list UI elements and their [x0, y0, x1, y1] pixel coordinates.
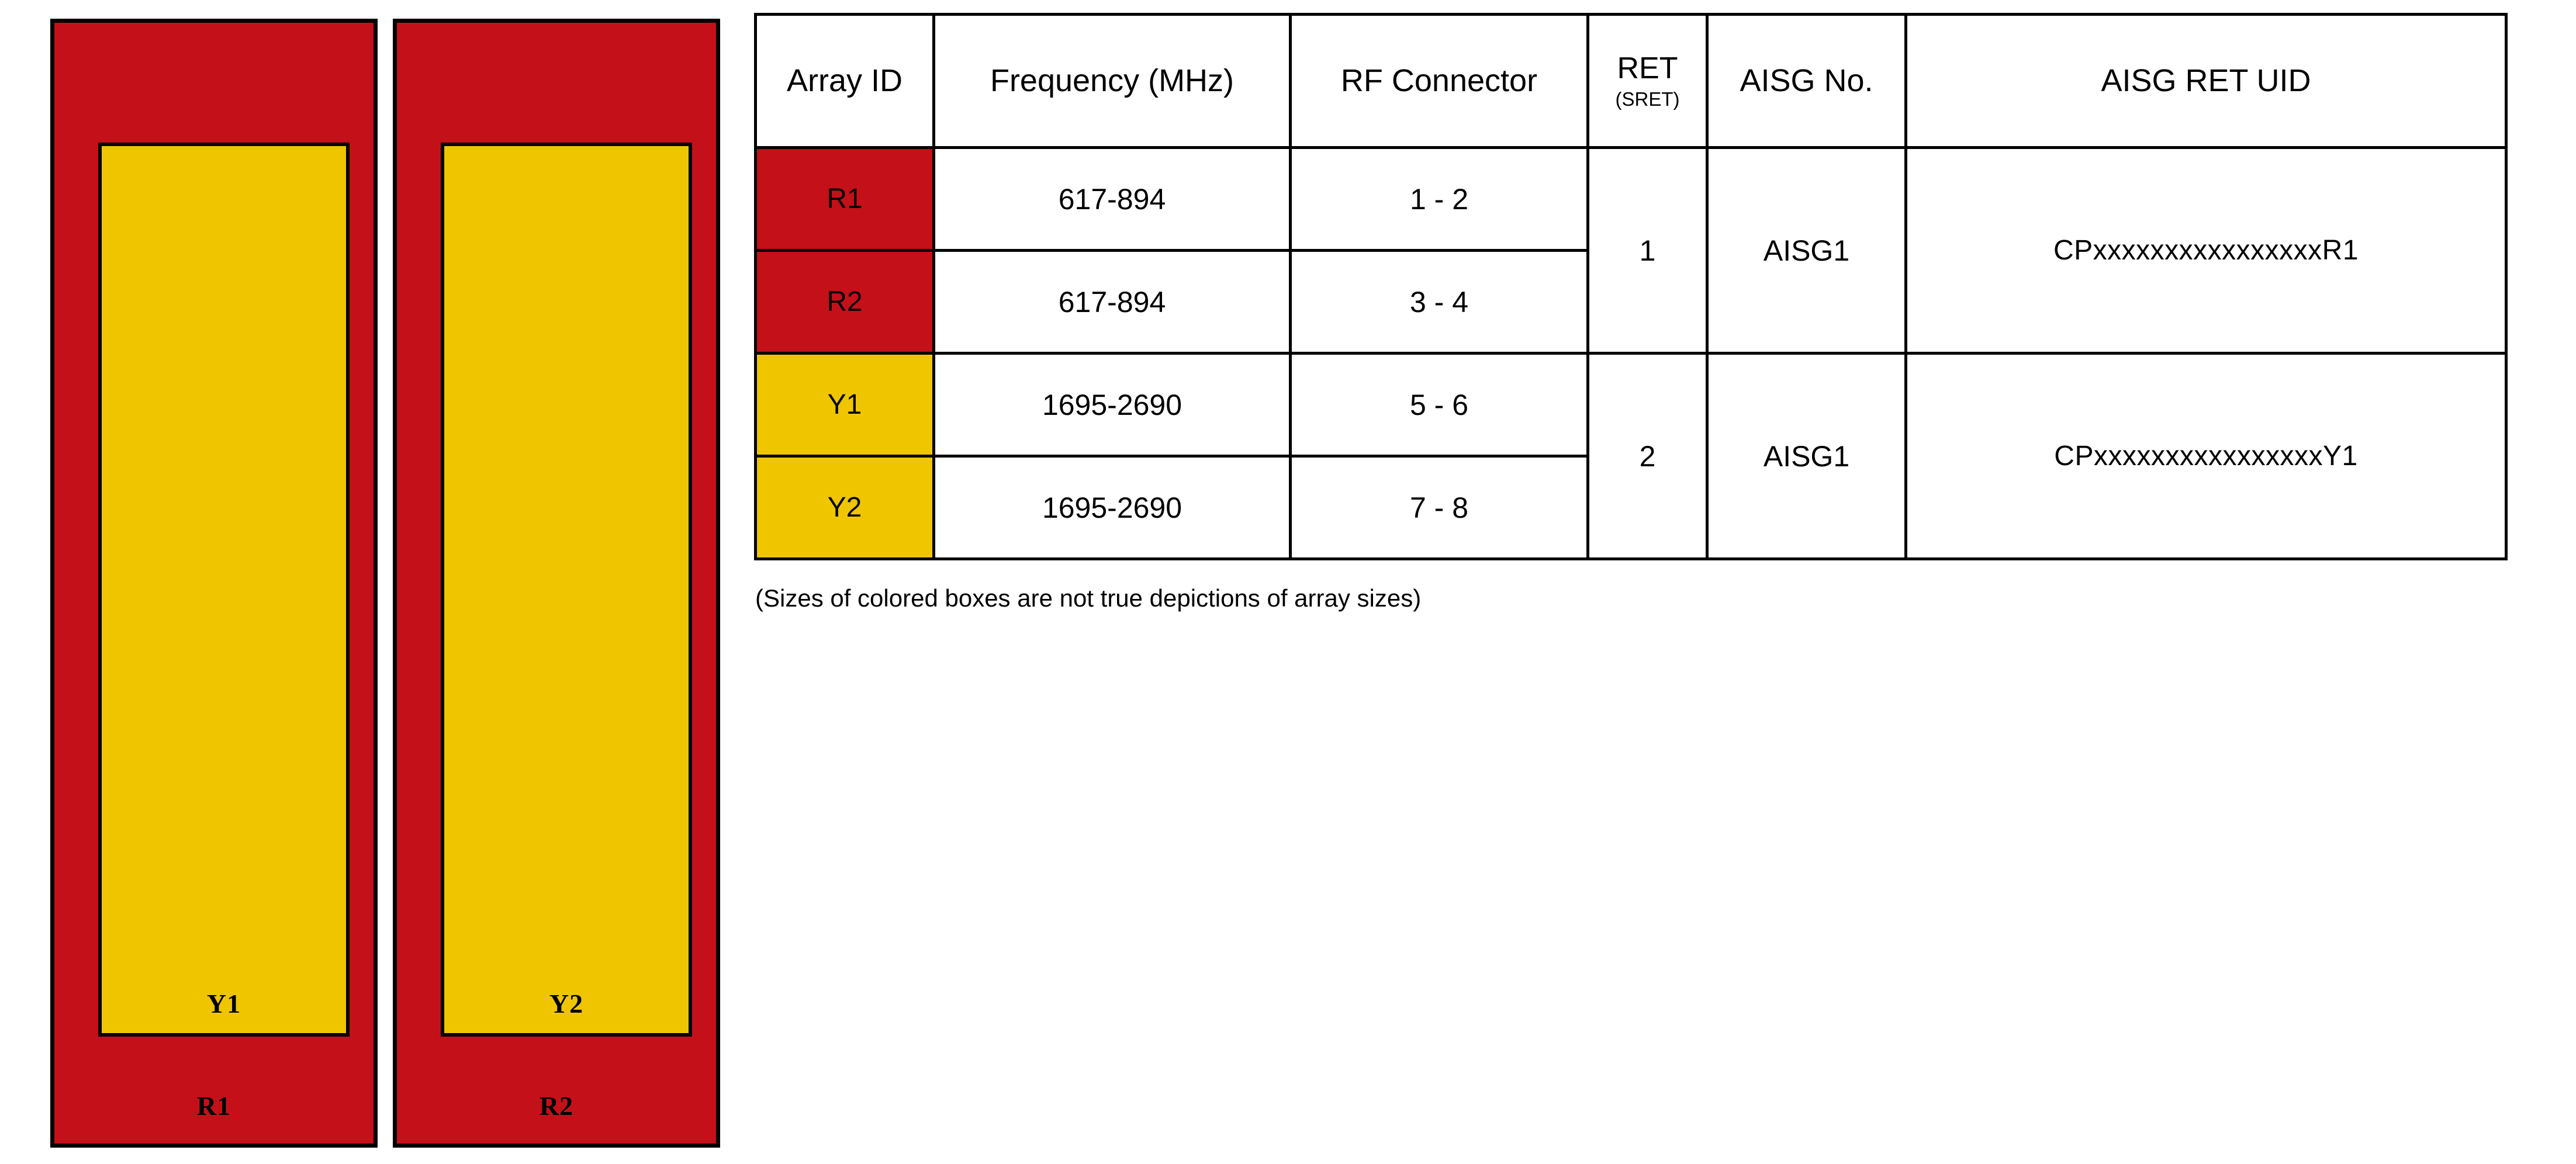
- header-aisg-no: AISG No.: [1706, 13, 1907, 149]
- array-outer-box-2: Y2 R2: [393, 19, 720, 1148]
- cell-frequency: 617-894: [932, 146, 1292, 252]
- array-inner-box-2: Y2: [441, 143, 692, 1037]
- header-frequency: Frequency (MHz): [932, 13, 1292, 149]
- array-outer-label-2: R2: [539, 1091, 574, 1121]
- cell-rf-connector: 3 - 4: [1289, 249, 1589, 355]
- cell-frequency: 1695-2690: [932, 352, 1292, 458]
- cell-rf-connector: 5 - 6: [1289, 352, 1589, 458]
- cell-ret: 2: [1586, 352, 1709, 560]
- cell-frequency: 617-894: [932, 249, 1292, 355]
- cell-array-id: R1: [754, 146, 935, 252]
- cell-frequency: 1695-2690: [932, 455, 1292, 560]
- header-ret-main: RET: [1617, 51, 1678, 85]
- array-diagram: Y1 R1 Y2 R2: [0, 0, 748, 1164]
- table-row: Y2 1695-2690 7 - 8: [754, 455, 2506, 560]
- array-inner-box-1: Y1: [98, 143, 350, 1037]
- header-array-id: Array ID: [754, 13, 935, 149]
- cell-rf-connector: 1 - 2: [1289, 146, 1589, 252]
- cell-aisg-ret-uid: CPxxxxxxxxxxxxxxxxR1: [1904, 146, 2508, 355]
- table-caption: (Sizes of colored boxes are not true dep…: [755, 584, 1422, 612]
- table-header-row: Array ID Frequency (MHz) RF Connector RE…: [754, 13, 2508, 149]
- array-outer-box-1: Y1 R1: [50, 19, 378, 1148]
- header-ret: RET (SRET): [1586, 13, 1709, 149]
- array-specification-table: Array ID Frequency (MHz) RF Connector RE…: [754, 13, 2508, 560]
- cell-array-id: Y1: [754, 352, 935, 458]
- cell-aisg-no: AISG1: [1706, 352, 1907, 560]
- array-inner-label-2: Y2: [549, 989, 584, 1019]
- cell-array-id: R2: [754, 249, 935, 355]
- header-ret-sub: (SRET): [1615, 88, 1680, 110]
- array-inner-label-1: Y1: [206, 989, 241, 1019]
- cell-array-id: Y2: [754, 455, 935, 560]
- table-row: R2 617-894 3 - 4: [754, 249, 2506, 355]
- cell-aisg-no: AISG1: [1706, 146, 1907, 355]
- cell-aisg-ret-uid: CPxxxxxxxxxxxxxxxxY1: [1904, 352, 2508, 560]
- table-row: Y1 1695-2690 5 - 6 2 AISG1 CPxxxxxxxxxxx…: [754, 352, 2508, 560]
- header-aisg-ret-uid: AISG RET UID: [1904, 13, 2508, 149]
- cell-ret: 1: [1586, 146, 1709, 355]
- cell-rf-connector: 7 - 8: [1289, 455, 1589, 560]
- array-outer-label-1: R1: [196, 1091, 231, 1121]
- table-row: R1 617-894 1 - 2 1 AISG1 CPxxxxxxxxxxxxx…: [754, 146, 2508, 355]
- header-rf-connector: RF Connector: [1289, 13, 1589, 149]
